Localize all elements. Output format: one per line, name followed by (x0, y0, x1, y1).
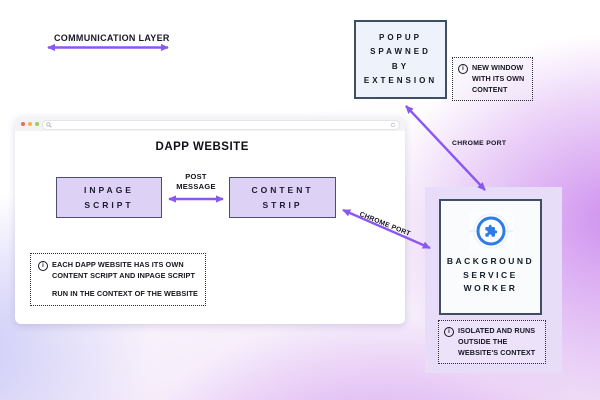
minimize-button[interactable] (28, 122, 32, 126)
browser-note: i EACH DAPP WEBSITE HAS ITS OWN CONTENT … (30, 253, 206, 306)
extension-puzzle-icon (468, 211, 513, 251)
browser-note-para1: EACH DAPP WEBSITE HAS ITS OWN CONTENT SC… (52, 260, 196, 280)
post-message-label: POST MESSAGE (176, 172, 216, 191)
inpage-script-label: INPAGE SCRIPT (84, 185, 134, 210)
browser-titlebar (15, 117, 405, 131)
info-icon: i (444, 326, 454, 337)
background-service-worker-box: BACKGROUND SERVICE WORKER (439, 199, 542, 315)
url-bar[interactable] (42, 119, 400, 131)
traffic-lights (21, 122, 39, 126)
popup-worker-arrow (405, 105, 486, 191)
inpage-script-box: INPAGE SCRIPT (56, 177, 162, 218)
popup-note-text: NEW WINDOW WITH ITS OWN CONTENT (472, 63, 525, 94)
chrome-port-label-top: CHROME PORT (452, 140, 507, 147)
refresh-icon[interactable] (390, 122, 396, 128)
worker-title: BACKGROUND SERVICE WORKER (446, 256, 535, 294)
dapp-website-title: DAPP WEBSITE (155, 141, 249, 153)
info-icon: i (458, 63, 468, 74)
close-button[interactable] (21, 122, 25, 126)
popup-title: POPUP SPAWNED BY EXTENSION (363, 32, 438, 85)
maximize-button[interactable] (35, 122, 39, 126)
search-icon (46, 122, 52, 128)
communication-layer-label: COMMUNICATION LAYER (54, 33, 170, 43)
info-icon: i (38, 260, 48, 271)
worker-note-text: ISOLATED AND RUNS OUTSIDE THE WEBSITE'S … (458, 326, 536, 357)
content-strip-box: CONTENT STRIP (229, 177, 336, 218)
popup-box: POPUP SPAWNED BY EXTENSION (354, 20, 447, 99)
browser-note-para2: RUN IN THE CONTEXT OF THE WEBSITE (52, 288, 198, 298)
popup-note: i NEW WINDOW WITH ITS OWN CONTENT (452, 57, 533, 102)
content-strip-label: CONTENT STRIP (251, 185, 314, 210)
worker-note: i ISOLATED AND RUNS OUTSIDE THE WEBSITE'… (438, 320, 546, 365)
browser-note-text: EACH DAPP WEBSITE HAS ITS OWN CONTENT SC… (52, 260, 198, 300)
browser-window: DAPP WEBSITE INPAGE SCRIPT CONTENT STRIP… (15, 117, 405, 324)
